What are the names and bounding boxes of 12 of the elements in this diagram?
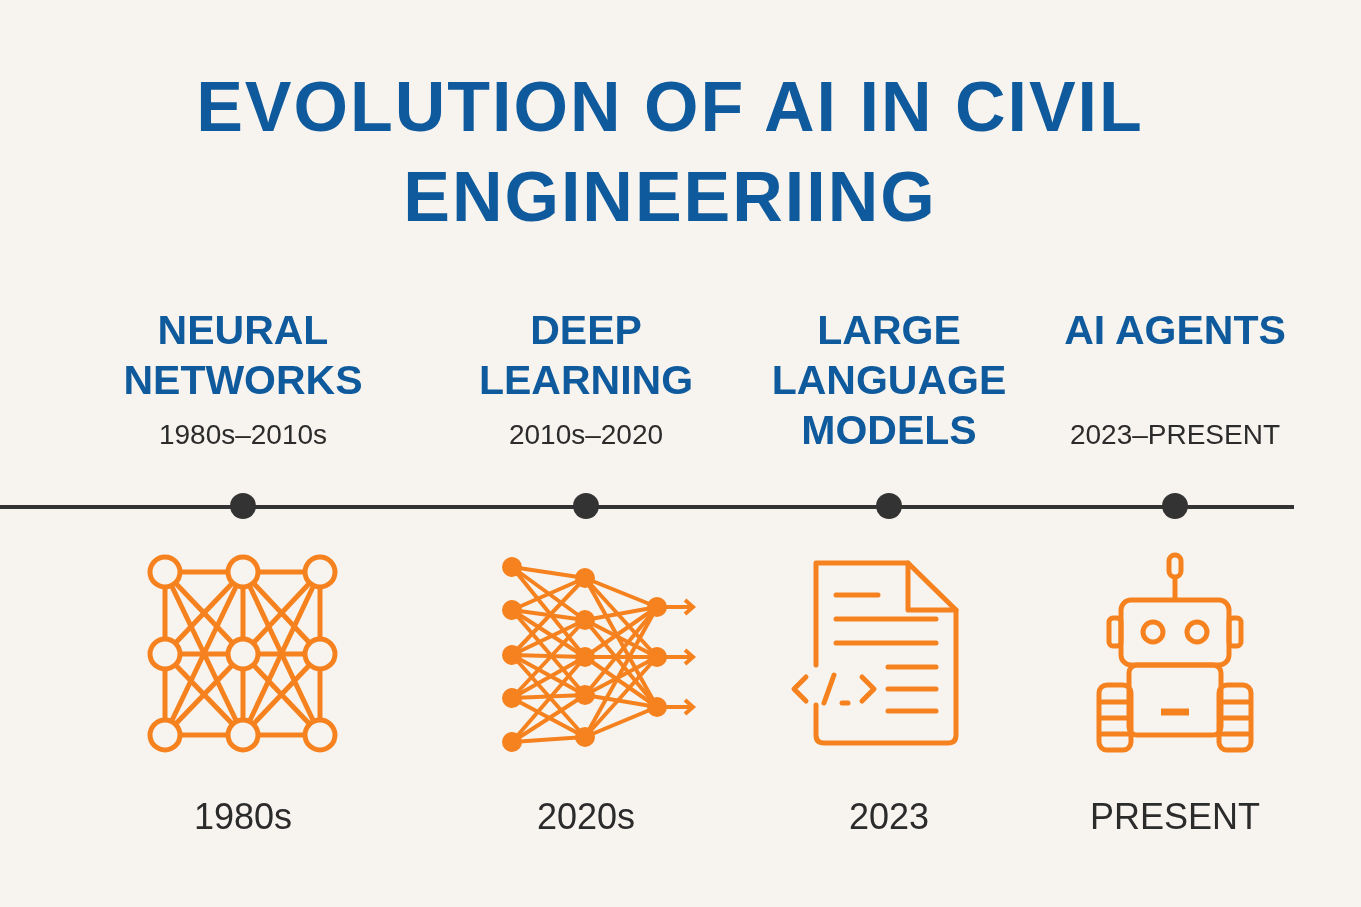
year-label: PRESENT: [1088, 795, 1261, 839]
title: EVOLUTION OF AI IN CIVIL ENGINEERIING: [195, 67, 1145, 238]
era-heading: DEEP LEARNING: [477, 306, 695, 405]
era-date-range: 2010s–2020: [507, 418, 665, 452]
era-date-range: 1980s–2010s: [157, 418, 329, 452]
era-heading: NEURAL NETWORKS: [122, 306, 364, 405]
year-label: 1980s: [192, 795, 294, 839]
era-date-range: 2023–PRESENT: [1068, 418, 1282, 452]
year-label: 2020s: [535, 795, 637, 839]
era-heading: LARGE LANGUAGE MODELS: [770, 306, 1008, 455]
year-label: 2023: [847, 795, 931, 839]
era-heading: AI AGENTS: [1063, 306, 1287, 355]
